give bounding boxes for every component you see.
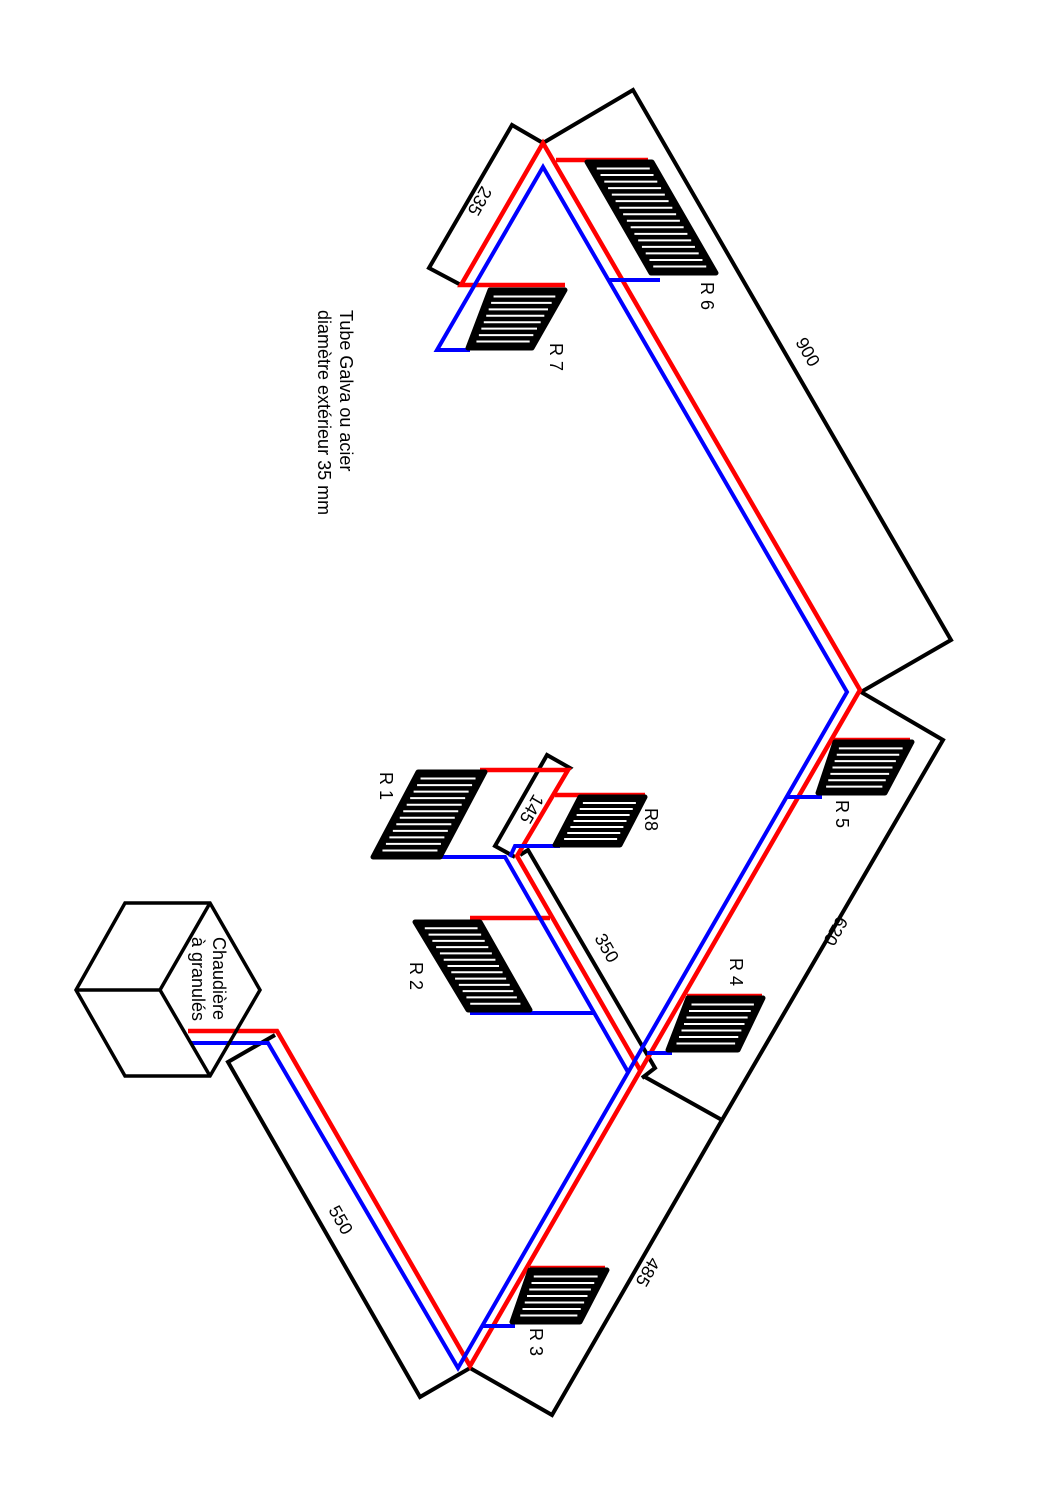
dimension-550: 550 <box>325 1202 357 1238</box>
label-r8: R8 <box>641 808 661 831</box>
dimension-outline-350 <box>518 847 658 1080</box>
boiler-label-1: Chaudière <box>209 937 229 1020</box>
radiator-r2 <box>412 919 533 1013</box>
label-r2: R 2 <box>406 962 426 990</box>
radiator-r8 <box>552 794 648 848</box>
supply-branch <box>480 767 642 1072</box>
radiator-r1 <box>370 769 488 860</box>
label-r7: R 7 <box>546 343 566 371</box>
radiator-r1-body <box>370 769 488 860</box>
label-r3: R 3 <box>526 1328 546 1356</box>
dimension-485: 485 <box>632 1254 664 1290</box>
label-r1: R 1 <box>376 772 396 800</box>
return-main-pipe <box>190 163 850 1372</box>
radiator-r5 <box>815 739 915 796</box>
radiator-r3 <box>509 1267 610 1325</box>
note-line-1: Tube Galva ou acier <box>336 310 356 471</box>
boiler: Chaudière à granulés <box>73 901 263 1078</box>
radiator-r6-body <box>584 159 719 276</box>
dimension-235: 235 <box>464 183 496 219</box>
note-line-2: diamètre extérieur 35 mm <box>314 310 334 515</box>
boiler-label-2: à granulés <box>188 937 208 1021</box>
radiator-r6 <box>584 159 719 276</box>
dimension-outline-bottom <box>225 1033 724 1418</box>
label-r4: R 4 <box>726 958 746 986</box>
label-r6: R 6 <box>697 282 717 310</box>
radiator-r7 <box>465 287 568 351</box>
return-r8 <box>508 844 560 858</box>
label-r5: R 5 <box>832 800 852 828</box>
radiator-r7-body <box>465 287 568 351</box>
supply-main-pipe <box>188 138 863 1371</box>
dimension-350: 350 <box>591 930 623 966</box>
radiator-r4 <box>665 995 766 1053</box>
dimension-900: 900 <box>792 334 824 370</box>
dimension-outline-top <box>426 87 954 1123</box>
dimension-145: 145 <box>516 791 548 827</box>
